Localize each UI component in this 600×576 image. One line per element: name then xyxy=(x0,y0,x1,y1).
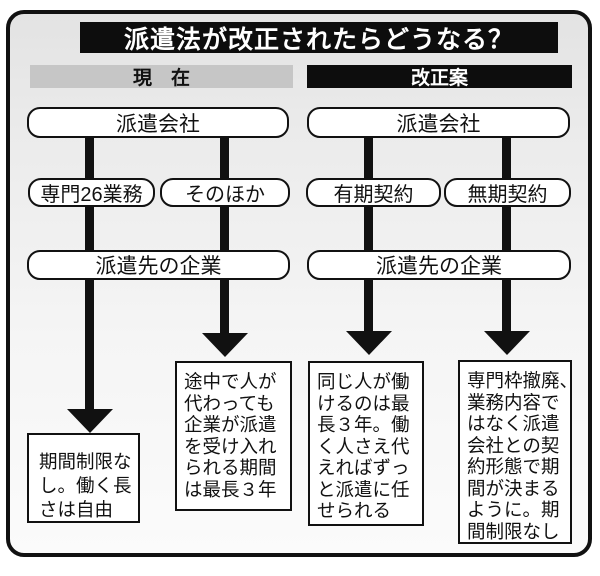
arrow-shaft xyxy=(364,280,373,332)
box-branch-muki: 無期契約 xyxy=(444,178,571,207)
arrow-down-icon xyxy=(346,331,392,355)
box-client-revised: 派遣先の企業 xyxy=(307,250,571,280)
column-header-current: 現 在 xyxy=(30,65,293,89)
arrow-down-icon xyxy=(484,331,530,355)
box-branch-sonohoka: そのほか xyxy=(160,178,290,207)
outcome-current-sonohoka: 途中で人が 代わっても 企業が派遣 を受け入れ られる期間 は最長３年 xyxy=(175,361,292,511)
box-agency-current: 派遣会社 xyxy=(27,107,289,138)
arrow-shaft xyxy=(85,280,94,410)
outcome-revised-yuki: 同じ人が働 けるのは最 長３年。働 く人さえ代 えればずっ と派遣に任 せられる xyxy=(308,361,424,526)
box-client-current: 派遣先の企業 xyxy=(27,250,290,280)
outcome-current-senmon26: 期間制限な し。働く長 さは自由 xyxy=(27,433,140,523)
arrow-down-icon xyxy=(202,333,248,357)
box-branch-yuki: 有期契約 xyxy=(306,178,441,207)
arrow-down-icon xyxy=(67,409,113,433)
arrow-shaft xyxy=(220,280,229,334)
diagram-frame: 派遣法が改正されたらどうなる？ 現 在 改正案 派遣会社 専門26業務 そのほか… xyxy=(6,10,592,557)
column-header-revised: 改正案 xyxy=(307,65,572,89)
arrow-shaft xyxy=(502,280,511,332)
diagram-title: 派遣法が改正されたらどうなる？ xyxy=(80,22,558,54)
box-agency-revised: 派遣会社 xyxy=(307,107,570,138)
outcome-revised-muki: 専門枠撤廃、 業務内容で はなく派遣 会社との契 約形態で期 間が決まる ように… xyxy=(458,360,572,544)
box-branch-senmon26: 専門26業務 xyxy=(28,178,155,207)
